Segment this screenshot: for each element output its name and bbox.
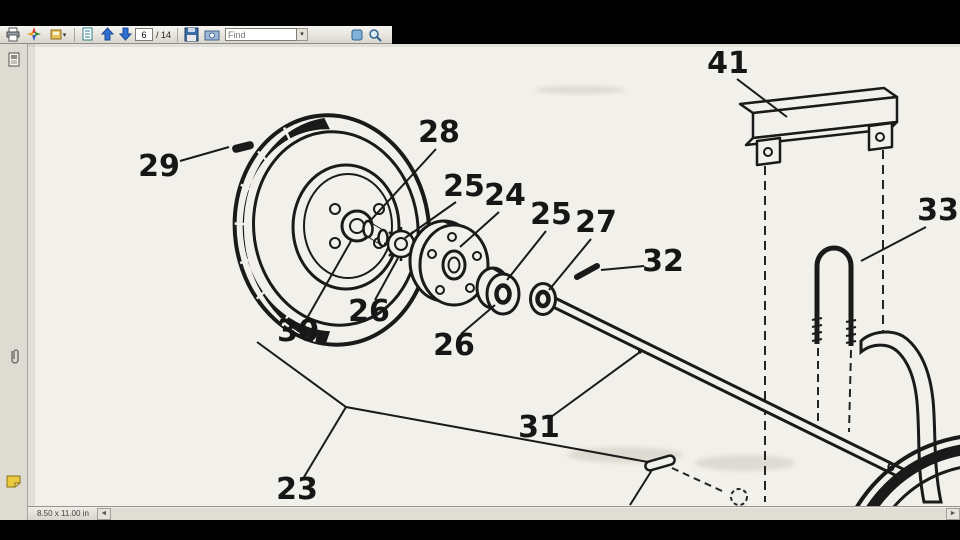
callout-30: 30 [277, 314, 319, 349]
annotations-panel-button[interactable] [5, 474, 23, 492]
navigation-panel-bar [0, 44, 28, 520]
alignment-dashes [671, 150, 884, 506]
print-button[interactable] [3, 27, 23, 43]
spacer-pin [629, 454, 676, 506]
callout-26b: 26 [433, 328, 475, 363]
pinwheel-icon [27, 27, 41, 41]
hub-bolt [232, 141, 254, 153]
document-viewport[interactable]: 29 28 25 24 25 27 32 26 30 26 31 23 41 3… [28, 44, 960, 506]
status-bar: 8.50 x 11.00 in ◄ ► [28, 506, 960, 520]
stamp-button[interactable]: ▾ [45, 27, 71, 43]
magnifier-icon [368, 28, 382, 42]
cotter-pin [574, 263, 600, 280]
bearing-b [475, 266, 521, 316]
attachments-panel-button[interactable] [5, 348, 23, 366]
callout-23: 23 [276, 472, 318, 506]
callout-28: 28 [418, 115, 460, 150]
callout-leader-lines [179, 78, 927, 478]
zoom-tool-button[interactable] [366, 27, 383, 43]
snapshot-icon [204, 30, 220, 40]
paper-edge-shadow [28, 44, 35, 506]
snapshot-button[interactable] [202, 27, 222, 43]
save-button[interactable] [181, 27, 201, 43]
callout-labels: 29 28 25 24 25 27 32 26 30 26 31 23 41 3… [138, 46, 959, 506]
scan-artifacts [535, 86, 795, 471]
wheel-hub-flange [408, 219, 490, 307]
page-count-label: / 14 [156, 29, 172, 40]
callout-27: 27 [575, 205, 617, 240]
arrow-up-icon [100, 27, 115, 41]
stamp-icon [50, 29, 62, 39]
callout-25b: 25 [530, 197, 572, 232]
paperclip-icon [10, 349, 19, 364]
scroll-left-button[interactable]: ◄ [96, 507, 111, 520]
callout-29: 29 [138, 149, 180, 184]
floppy-disk-icon [184, 27, 199, 42]
next-page-button[interactable] [117, 27, 134, 43]
exploded-parts-diagram: 29 28 25 24 25 27 32 26 30 26 31 23 41 3… [28, 44, 960, 506]
paper-top-shadow [28, 44, 960, 47]
caret-down-icon: ▾ [300, 31, 304, 38]
gallery-button[interactable] [24, 27, 44, 43]
arrow-down-icon [118, 27, 133, 41]
previous-page-button[interactable] [99, 27, 116, 43]
callout-33: 33 [917, 193, 959, 228]
toolbar: ▾ / 14 [0, 26, 392, 44]
callout-24: 24 [484, 178, 526, 213]
tread-hatching [234, 127, 319, 342]
callout-26a: 26 [348, 294, 390, 329]
hand-tool-icon [351, 29, 363, 40]
page-thumbnail-icon [8, 52, 19, 67]
callout-25a: 25 [443, 169, 485, 204]
pages-panel-button[interactable] [5, 52, 23, 70]
page-size-label: 8.50 x 11.00 in [37, 509, 89, 518]
toolbar-separator [177, 27, 179, 42]
washer [529, 282, 557, 316]
pages-icon [82, 27, 93, 41]
note-icon [6, 475, 22, 489]
caret-down-icon: ▾ [62, 31, 67, 39]
toolbar-separator [74, 27, 75, 42]
mounting-bracket [738, 86, 899, 167]
callout-41: 41 [707, 46, 749, 81]
callout-31: 31 [518, 410, 560, 445]
horizontal-scrollbar-track[interactable] [110, 507, 946, 520]
hub-spacer [362, 219, 389, 248]
print-icon [6, 27, 20, 42]
scroll-right-icon: ► [949, 510, 957, 517]
find-box: ▾ [225, 28, 309, 41]
find-dropdown-button[interactable]: ▾ [297, 28, 309, 41]
u-bolt [811, 245, 857, 346]
callout-32: 32 [642, 244, 684, 279]
toolbar-row: ▾ / 14 [0, 26, 960, 44]
pages-view-button[interactable] [78, 27, 98, 43]
find-input[interactable] [225, 28, 298, 41]
letterbox-bottom [0, 520, 960, 540]
scroll-right-button[interactable]: ► [946, 507, 960, 520]
letterbox-top [0, 0, 960, 26]
scroll-left-icon: ◄ [100, 510, 108, 517]
hand-tool-button[interactable] [348, 27, 365, 43]
page-number-input[interactable] [135, 28, 153, 41]
